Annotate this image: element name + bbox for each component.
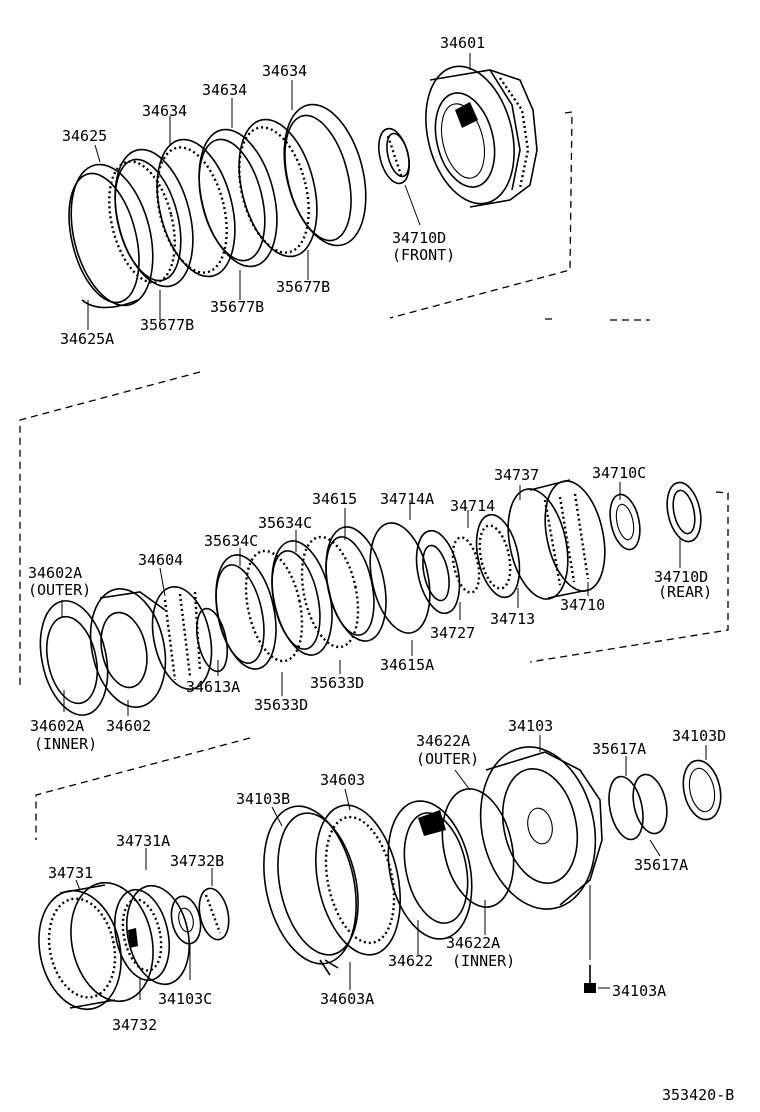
label-34625A: 34625A — [60, 330, 114, 348]
label-outer-2: (OUTER) — [416, 750, 479, 768]
part-34103D-washer — [682, 759, 722, 821]
label-34634-b: 34634 — [202, 81, 247, 99]
label-34602A-outer: 34602A — [28, 564, 82, 582]
label-34625: 34625 — [62, 127, 107, 145]
part-34710D-front-bearing — [378, 127, 410, 185]
part-labels: 34601 34634 34634 34634 34625 34710D (FR… — [28, 34, 734, 1104]
part-34103-case — [479, 746, 603, 960]
label-35633D-a: 35633D — [310, 674, 364, 692]
part-34603-plate — [315, 804, 401, 956]
label-34737: 34737 — [494, 466, 539, 484]
label-34615: 34615 — [312, 490, 357, 508]
label-35677B-c: 35677B — [140, 316, 194, 334]
part-34622-piston — [387, 800, 473, 940]
label-34103D: 34103D — [672, 727, 726, 745]
label-34634-a: 34634 — [262, 62, 307, 80]
label-34731A: 34731A — [116, 832, 170, 850]
label-35617A-a: 35617A — [592, 740, 646, 758]
label-inner: (INNER) — [34, 735, 97, 753]
label-34710D-front: 34710D — [392, 229, 446, 247]
label-34634-c: 34634 — [142, 102, 187, 120]
part-34602A-washers — [39, 600, 109, 716]
part-34710D-rear-bearing — [666, 481, 702, 543]
label-35634C-a: 35634C — [258, 514, 312, 532]
part-34732-gear — [114, 884, 190, 986]
label-35633D-b: 35633D — [254, 696, 308, 714]
label-34602A-inner: 34602A — [30, 717, 84, 735]
label-34713: 34713 — [490, 610, 535, 628]
label-34613A: 34613A — [186, 678, 240, 696]
label-34714A: 34714A — [380, 490, 434, 508]
part-34103A-bolt — [584, 965, 610, 993]
label-34603A: 34603A — [320, 990, 374, 1008]
label-34731: 34731 — [48, 864, 93, 882]
label-35617A-b: 35617A — [634, 856, 688, 874]
label-34103: 34103 — [508, 717, 553, 735]
label-34727: 34727 — [430, 624, 475, 642]
figure-code: 353420-B — [662, 1086, 734, 1104]
part-34622A-seals — [441, 788, 515, 908]
label-34602: 34602 — [106, 717, 151, 735]
label-35677B-a: 35677B — [276, 278, 330, 296]
part-clutch-pack-front — [108, 103, 367, 288]
label-34714: 34714 — [450, 497, 495, 515]
leader-lines — [61, 53, 707, 1000]
label-outer: (OUTER) — [28, 581, 91, 599]
part-34710-carrier — [507, 479, 606, 600]
part-34103B-band — [263, 805, 359, 976]
part-34601-drum — [425, 65, 538, 208]
part-34625-plate — [68, 163, 154, 309]
label-34103C: 34103C — [158, 990, 212, 1008]
part-34602-piston — [89, 588, 167, 708]
label-34622: 34622 — [388, 952, 433, 970]
label-rear: (REAR) — [658, 583, 712, 601]
part-34710C-washer — [609, 493, 641, 551]
label-34615A: 34615A — [380, 656, 434, 674]
label-34103A: 34103A — [612, 982, 666, 1000]
label-34732: 34732 — [112, 1016, 157, 1034]
part-35617A-seals — [608, 773, 668, 841]
label-34622A-outer: 34622A — [416, 732, 470, 750]
label-34710D-rear: 34710D — [654, 568, 708, 586]
label-34710: 34710 — [560, 596, 605, 614]
label-34710C: 34710C — [592, 464, 646, 482]
label-34103B: 34103B — [236, 790, 290, 808]
label-35634C-b: 35634C — [204, 532, 258, 550]
part-34732B-bearing — [198, 887, 230, 941]
part-clutch-pack-middle — [215, 522, 431, 670]
label-35677B-b: 35677B — [210, 298, 264, 316]
part-34604-spring — [151, 586, 213, 690]
label-inner-2: (INNER) — [452, 952, 515, 970]
label-front: (FRONT) — [392, 246, 455, 264]
section-top — [68, 65, 650, 321]
label-34622A-inner: 34622A — [446, 934, 500, 952]
label-34603: 34603 — [320, 771, 365, 789]
part-34714-hub — [415, 513, 521, 615]
section-middle — [19, 371, 729, 716]
part-34731-drum — [38, 881, 154, 1011]
section-bottom — [35, 737, 722, 1011]
label-34601: 34601 — [440, 34, 485, 52]
part-34613A-ring — [195, 607, 229, 673]
label-34732B: 34732B — [170, 852, 224, 870]
label-34604: 34604 — [138, 551, 183, 569]
